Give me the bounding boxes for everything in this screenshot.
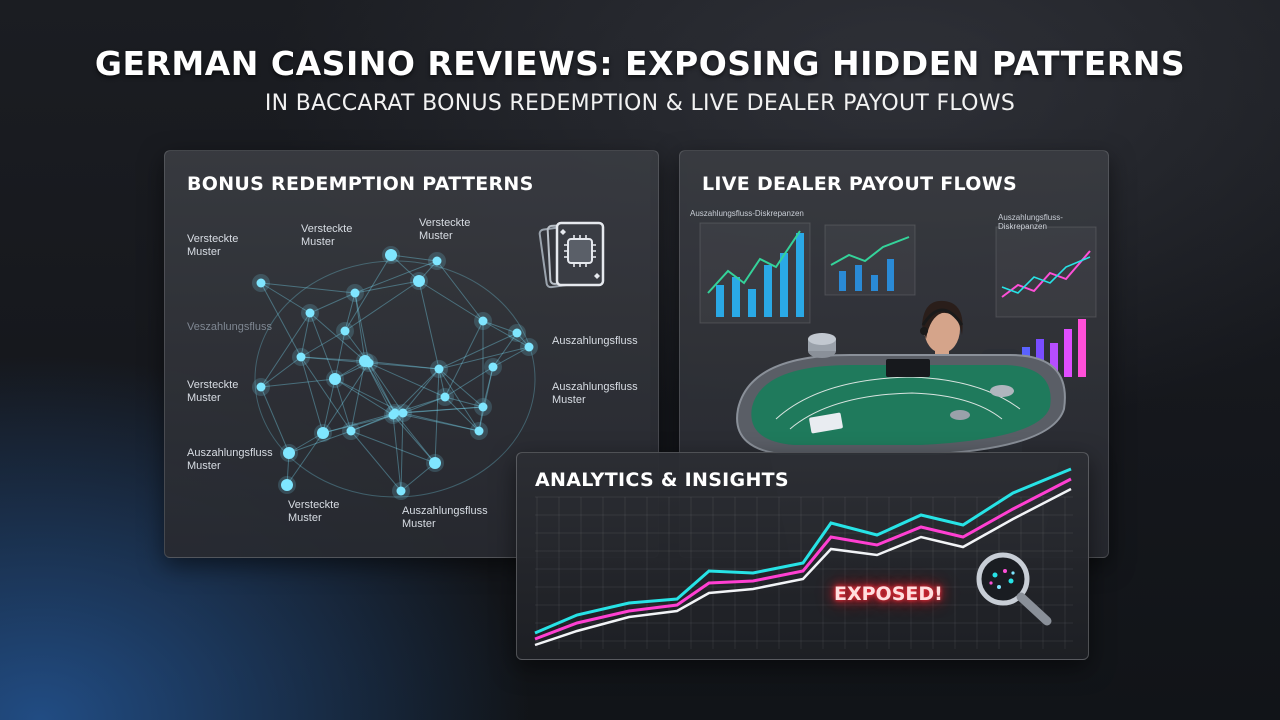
- network-label: Versteckte Muster: [187, 233, 239, 258]
- network-node: [305, 308, 315, 318]
- magnifier-icon: [976, 552, 1052, 626]
- network-node: [385, 249, 397, 261]
- network-node: [488, 362, 498, 372]
- network-label: Auszahlungsfluss Muster: [402, 505, 488, 530]
- network-node: [478, 316, 488, 326]
- chart-caption: Auszahlungsfluss-Diskrepanzen: [690, 209, 804, 218]
- network-node: [524, 342, 534, 352]
- mini-bar-chart: [699, 222, 811, 324]
- network-label: Versteckte Muster: [288, 499, 340, 524]
- network-node: [388, 410, 398, 420]
- network-label: Auszahlungsfluss: [552, 335, 638, 347]
- mini-line-chart: [995, 226, 1097, 318]
- live-panel-title: LIVE DEALER PAYOUT FLOWS: [702, 173, 1017, 195]
- network-node: [317, 427, 329, 439]
- network-node: [283, 447, 295, 459]
- network-label: Versteckte Muster: [301, 223, 353, 248]
- header: GERMAN CASINO REVIEWS: EXPOSING HIDDEN P…: [0, 44, 1280, 116]
- network-node: [398, 408, 408, 418]
- network-node: [364, 358, 374, 368]
- network-node: [329, 373, 341, 385]
- network-node: [350, 288, 360, 298]
- trend-line: [534, 487, 1072, 647]
- pattern-network-graph: [252, 246, 538, 500]
- network-node: [256, 382, 266, 392]
- analytics-panel: ANALYTICS & INSIGHTS EXPOSED!: [516, 452, 1089, 660]
- network-node: [296, 352, 306, 362]
- network-label: Auszahlungsfluss Muster: [552, 381, 638, 406]
- network-node: [281, 479, 293, 491]
- network-node: [413, 275, 425, 287]
- network-node: [429, 457, 441, 469]
- mini-line-chart: [824, 224, 916, 296]
- network-node: [396, 486, 406, 496]
- chart-caption: Auszahlungsfluss-Diskrepanzen: [998, 213, 1063, 231]
- network-node: [340, 326, 350, 336]
- analytics-panel-title: ANALYTICS & INSIGHTS: [535, 469, 789, 491]
- bonus-redemption-panel: BONUS REDEMPTION PATTERNS Versteckte Mus…: [164, 150, 659, 558]
- page-subtitle: IN BACCARAT BONUS REDEMPTION & LIVE DEAL…: [264, 91, 1016, 116]
- network-label: Versteckte Muster: [187, 379, 239, 404]
- card-chip-icon: [538, 221, 605, 289]
- exposed-badge: EXPOSED!: [834, 583, 943, 605]
- network-node: [474, 426, 484, 436]
- network-node: [512, 328, 522, 338]
- bonus-panel-title: BONUS REDEMPTION PATTERNS: [187, 173, 534, 195]
- network-label: Veszahlungsfluss: [187, 321, 272, 333]
- network-node: [346, 426, 356, 436]
- network-label: Auszahlungsfluss Muster: [187, 447, 273, 472]
- network-node: [256, 278, 266, 288]
- network-node: [434, 364, 444, 374]
- network-node: [432, 256, 442, 266]
- page-title: GERMAN CASINO REVIEWS: EXPOSING HIDDEN P…: [94, 44, 1186, 83]
- network-node: [440, 392, 450, 402]
- network-label: Versteckte Muster: [419, 217, 471, 242]
- trend-line: [534, 467, 1072, 635]
- network-node: [478, 402, 488, 412]
- trend-line: [534, 477, 1072, 641]
